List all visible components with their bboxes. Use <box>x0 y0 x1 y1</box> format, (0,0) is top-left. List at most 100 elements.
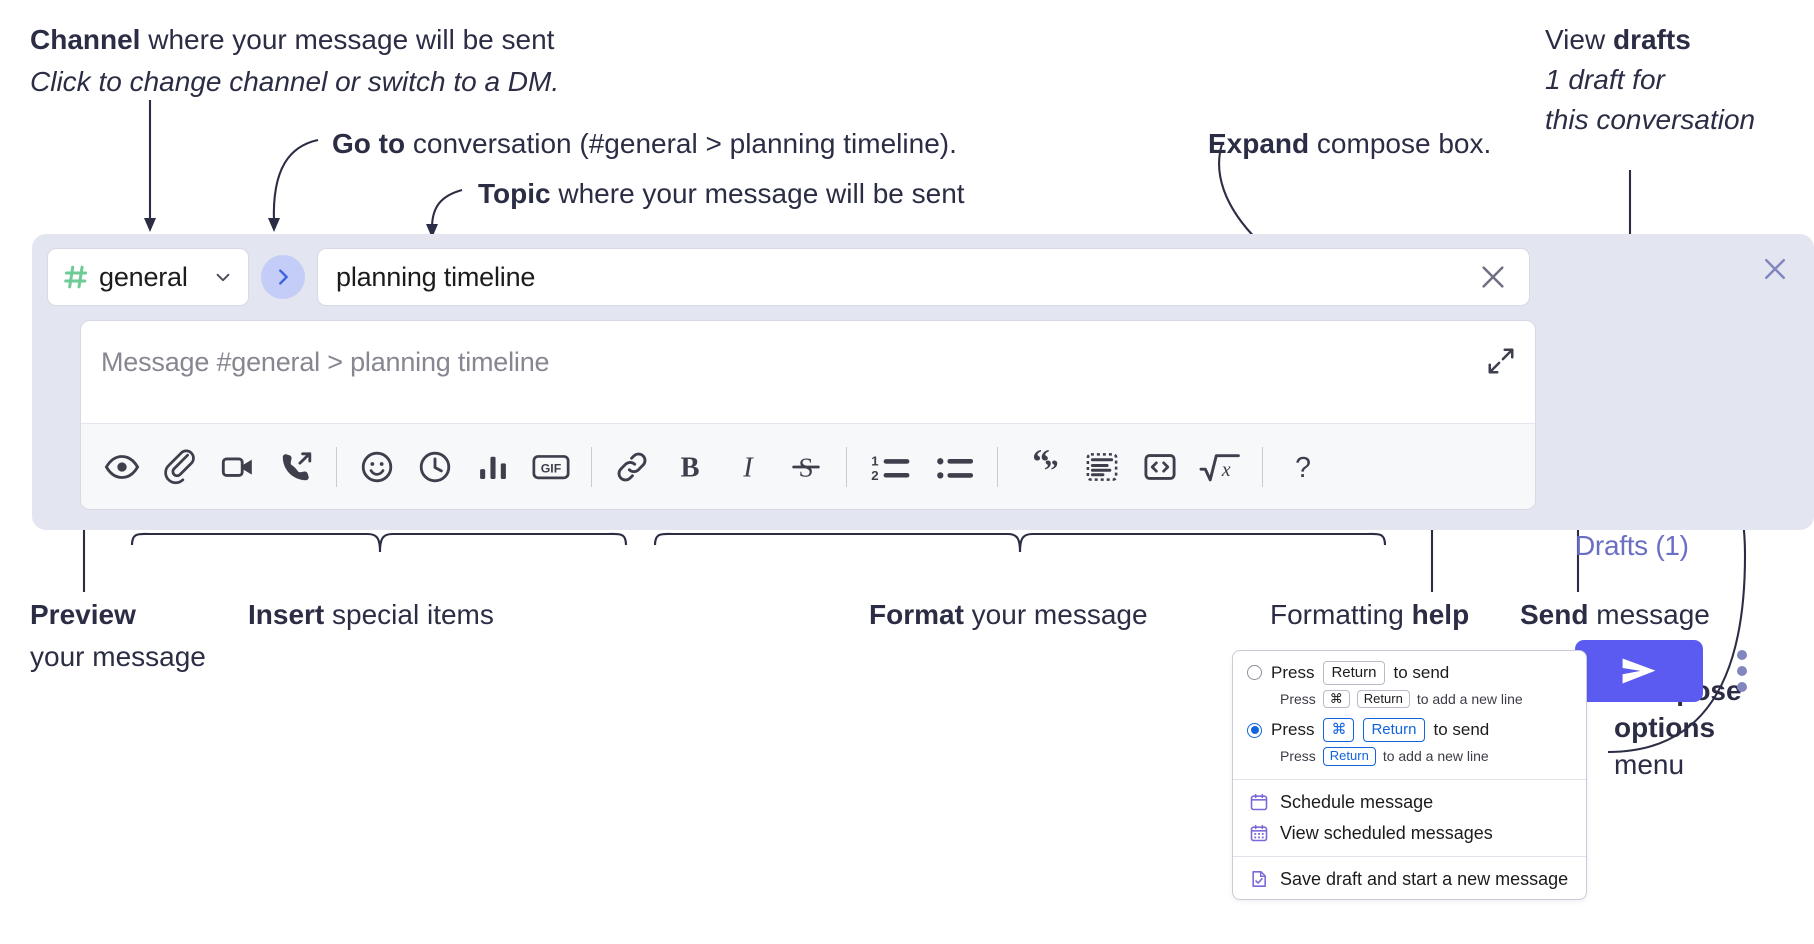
formatting-help-button[interactable]: ? <box>1274 438 1332 496</box>
hash-icon <box>64 265 88 289</box>
annotation-send-rest: message <box>1588 599 1710 630</box>
code-block-icon <box>1086 452 1118 481</box>
compose-options-button[interactable] <box>1724 646 1760 696</box>
svg-text:I: I <box>742 452 754 483</box>
topic-clear-button[interactable] <box>1473 257 1513 297</box>
reminder-button[interactable] <box>406 438 464 496</box>
menu-item-schedule-message[interactable]: Schedule message <box>1233 787 1586 818</box>
annotation-drafts-l2: this conversation <box>1545 103 1756 135</box>
topic-input[interactable]: planning timeline <box>317 248 1530 306</box>
compose-options-menu: Press Return to send Press ⌘ Return to a… <box>1232 650 1587 900</box>
send-option-return[interactable]: Press Return to send Press ⌘ Return to a… <box>1233 657 1586 714</box>
annotation-drafts-prefix: View <box>1545 24 1613 55</box>
emoji-button[interactable] <box>348 438 406 496</box>
code-button[interactable] <box>1131 438 1189 496</box>
annotation-preview: Preview your message <box>30 597 206 675</box>
svg-text:GIF: GIF <box>541 461 562 475</box>
italic-button[interactable]: I <box>719 438 777 496</box>
emoji-icon <box>361 451 393 482</box>
panel-close-button[interactable] <box>1758 252 1792 286</box>
menu-divider <box>1233 778 1586 780</box>
attachment-button[interactable] <box>151 438 209 496</box>
gif-icon: GIF <box>532 454 570 479</box>
svg-text:1: 1 <box>871 453 878 468</box>
svg-text:x: x <box>1221 459 1231 481</box>
menu-item-label: View scheduled messages <box>1280 822 1493 843</box>
radio-return[interactable] <box>1247 665 1262 681</box>
expand-compose-button[interactable] <box>1483 343 1519 379</box>
svg-text:2: 2 <box>871 468 878 483</box>
opt2-sub-word1: Press <box>1280 748 1316 765</box>
audio-clip-button[interactable] <box>267 438 325 496</box>
video-icon <box>221 456 252 477</box>
annotation-insert-bold: Insert <box>248 599 325 630</box>
send-option-cmd-return[interactable]: Press ⌘ Return to send Press Return to a… <box>1233 714 1586 771</box>
annotation-compose-options-l3: menu <box>1614 748 1685 780</box>
strikethrough-button[interactable]: S <box>777 438 835 496</box>
opt1-sub-key-cmd: ⌘ <box>1322 689 1350 709</box>
bulleted-list-icon <box>937 457 974 479</box>
opt2-sub-key-return: Return <box>1322 746 1376 766</box>
gif-button[interactable]: GIF <box>522 438 580 496</box>
message-placeholder: Message #general > planning timeline <box>101 347 550 377</box>
ordered-list-button[interactable]: 1 2 <box>858 438 924 496</box>
video-clip-button[interactable] <box>209 438 267 496</box>
calendar-icon <box>1250 794 1268 811</box>
blockquote-button[interactable]: “ ” <box>1009 438 1073 496</box>
drafts-link[interactable]: Drafts (1) <box>1575 530 1689 561</box>
annotation-goto-rest: conversation (#general > planning timeli… <box>405 128 957 159</box>
annotation-compose-options-l2: options <box>1614 711 1716 743</box>
math-icon: x <box>1199 453 1240 481</box>
opt2-key-cmd: ⌘ <box>1323 718 1355 742</box>
toolbar-separator <box>846 446 847 487</box>
annotation-preview-bold: Preview <box>30 599 136 630</box>
preview-icon <box>104 454 140 479</box>
annotation-channel-bold: Channel <box>30 24 141 55</box>
math-button[interactable]: x <box>1189 438 1251 496</box>
annotation-drafts: View drafts 1 draft for this conversatio… <box>1545 22 1755 137</box>
clock-icon <box>419 451 451 482</box>
calendar-grid-icon <box>1250 825 1268 842</box>
link-button[interactable] <box>603 438 661 496</box>
annotation-topic-rest: where your message will be sent <box>550 178 965 209</box>
send-button[interactable] <box>1575 640 1703 702</box>
message-input-area[interactable]: Message #general > planning timeline <box>81 321 1535 423</box>
message-editor: Message #general > planning timeline <box>80 320 1536 510</box>
preview-button[interactable] <box>93 438 151 496</box>
annotation-channel: Channel where your message will be sent … <box>30 22 559 100</box>
annotation-topic: Topic where your message will be sent <box>478 176 965 212</box>
annotation-goto: Go to conversation (#general > planning … <box>332 126 957 162</box>
bold-icon: B <box>680 452 699 483</box>
poll-button[interactable] <box>464 438 522 496</box>
help-icon: ? <box>1295 451 1311 483</box>
annotation-send: Send message <box>1520 597 1710 633</box>
blockquote-icon: “ ” <box>1032 449 1058 485</box>
toolbar-separator <box>591 446 592 487</box>
menu-item-view-scheduled[interactable]: View scheduled messages <box>1233 818 1586 849</box>
ordered-list-icon: 1 2 <box>871 453 910 483</box>
bulleted-list-button[interactable] <box>924 438 986 496</box>
code-icon <box>1144 453 1176 480</box>
annotation-format-bold: Format <box>869 599 964 630</box>
menu-item-label: Schedule message <box>1280 791 1434 812</box>
menu-item-save-draft[interactable]: Save draft and start a new message <box>1233 864 1586 895</box>
opt2-sub-word2: to add a new line <box>1382 748 1489 765</box>
destination-row: general planning timeline <box>47 248 1530 306</box>
annotation-send-bold: Send <box>1520 599 1589 630</box>
channel-selector[interactable]: general <box>47 248 249 306</box>
toolbar-separator <box>336 446 337 487</box>
opt1-sub-key-return: Return <box>1356 689 1410 709</box>
chevron-right-icon <box>279 269 288 285</box>
menu-item-label: Save draft and start a new message <box>1280 868 1569 889</box>
annotation-help: Formatting help <box>1270 597 1469 633</box>
goto-conversation-button[interactable] <box>261 255 305 299</box>
annotation-drafts-bold: drafts <box>1612 24 1691 55</box>
radio-cmd-return[interactable] <box>1247 722 1262 738</box>
annotation-format: Format your message <box>869 597 1148 633</box>
code-block-button[interactable] <box>1073 438 1131 496</box>
bold-button[interactable]: B <box>661 438 719 496</box>
opt1-sub-word1: Press <box>1280 690 1316 707</box>
vertical-dots-icon <box>1737 650 1747 692</box>
opt2-word2: to send <box>1433 720 1490 740</box>
annotation-channel-rest: where your message will be sent <box>140 24 555 55</box>
